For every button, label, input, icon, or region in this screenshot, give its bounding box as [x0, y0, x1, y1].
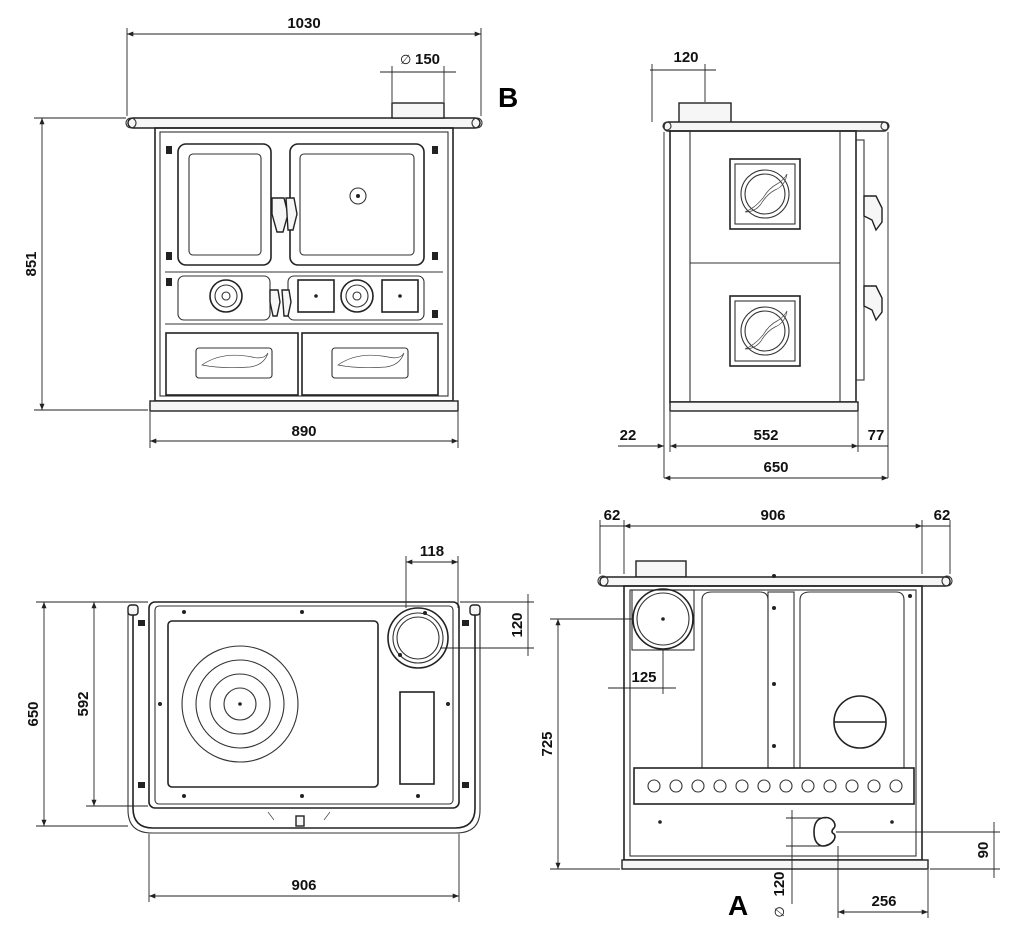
rear-flue-height-label: 725: [539, 731, 556, 756]
front-width-base-label: 890: [291, 423, 316, 440]
rear-air-inlet-diameter-label: 120: [771, 871, 788, 896]
rear-flue-offset-label: 125: [631, 669, 656, 686]
top-inner-depth-label: 592: [75, 691, 92, 716]
air-inlet-label-a: A: [728, 890, 748, 921]
top-width-label: 906: [291, 877, 316, 894]
side-right-offset-label: 77: [868, 427, 885, 444]
side-left-offset-label: 22: [620, 427, 637, 444]
front-view: 1030 ∅ 150 B 851 890: [23, 15, 518, 448]
rear-width-label: 906: [760, 507, 785, 524]
flue-outlet-label-b: B: [498, 82, 518, 113]
side-total-depth-label: 650: [763, 459, 788, 476]
front-flue-diameter-label: 150: [415, 51, 440, 68]
side-view: 120 22 552 77 650: [618, 49, 890, 481]
vent-holes: [647, 779, 903, 793]
front-height-label: 851: [23, 251, 40, 276]
side-flue-offset-label: 120: [673, 49, 698, 66]
rear-air-inlet-offset-label: 256: [871, 893, 896, 910]
side-body-depth-label: 552: [753, 427, 778, 444]
top-view: 118 120 650 592 906: [25, 543, 534, 902]
top-depth-label: 650: [25, 701, 42, 726]
rear-right-overhang-label: 62: [934, 507, 951, 524]
top-flue-width-label: 118: [420, 543, 444, 560]
rear-air-inlet-height-label: 90: [975, 842, 992, 859]
rear-left-overhang-label: 62: [604, 507, 621, 524]
front-width-top-label: 1030: [287, 15, 320, 32]
top-flue-depth-label: 120: [509, 612, 526, 637]
rear-view: 62 906 62 725 125 ∅ 120 90 256 A: [539, 507, 1000, 921]
front-flue-diameter-symbol: ∅: [400, 53, 411, 68]
rear-air-inlet-diameter-symbol: ∅: [773, 906, 788, 917]
